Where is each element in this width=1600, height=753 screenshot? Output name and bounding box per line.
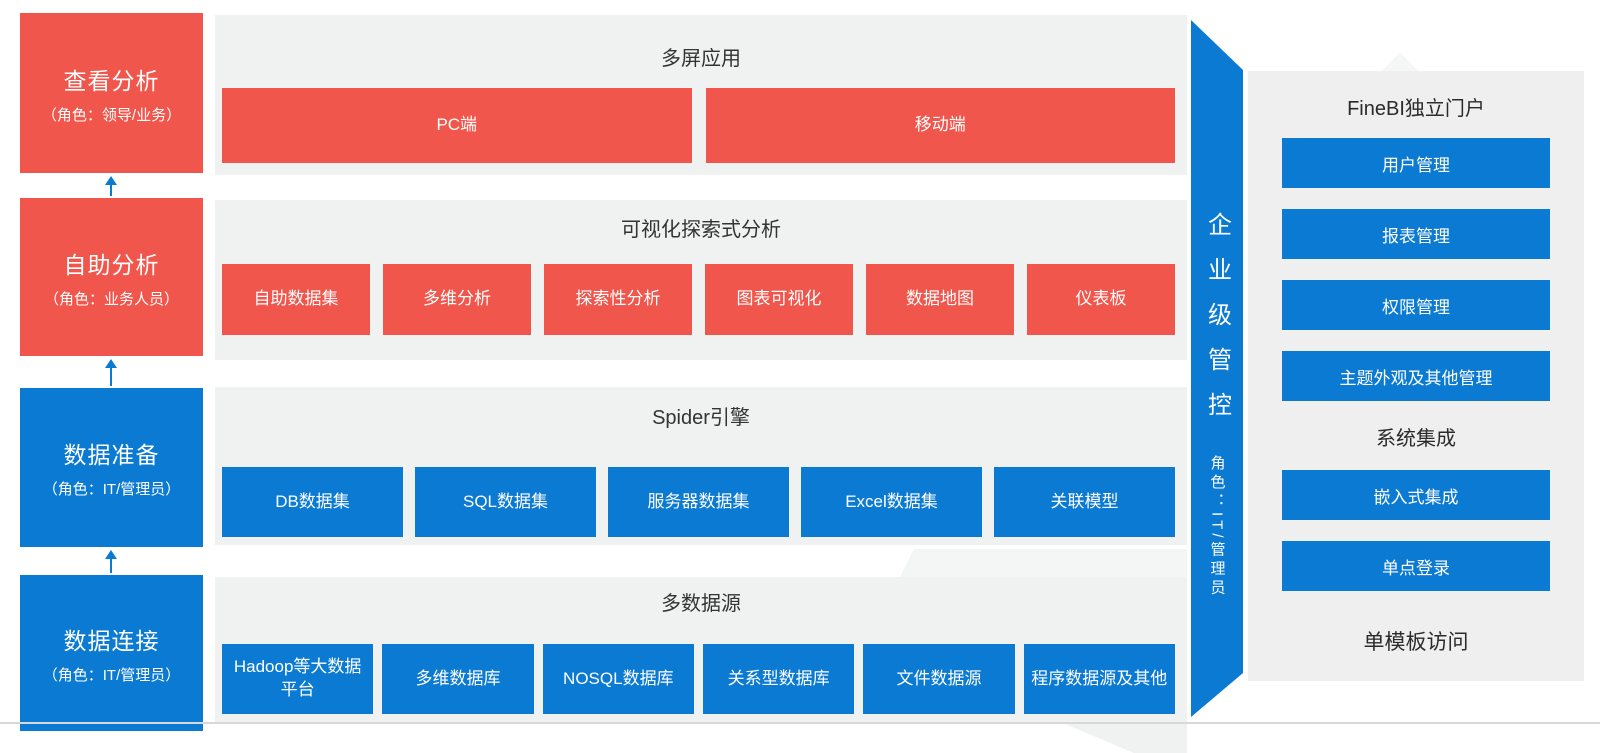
portal-panel: FineBI独立门户 用户管理报表管理权限管理主题外观及其他管理 系统集成 嵌入… <box>1248 71 1584 681</box>
band-item: 数据地图 <box>866 264 1014 335</box>
up-arrow-icon <box>104 550 118 573</box>
stage-role: （角色：领导/业务） <box>41 106 182 124</box>
band-item: Hadoop等大数据平台 <box>222 644 374 714</box>
integration-item: 单点登录 <box>1282 541 1550 591</box>
band-item: 多维分析 <box>383 264 531 335</box>
stage-data-connection: 数据连接 （角色：IT/管理员） <box>20 575 203 731</box>
band-visual-exploratory-analysis: 可视化探索式分析 自助数据集多维分析探索性分析图表可视化数据地图仪表板 <box>215 200 1187 360</box>
integration-button-group: 嵌入式集成单点登录 <box>1282 470 1550 591</box>
up-arrow-icon <box>104 359 118 386</box>
band-title: 多屏应用 <box>661 48 741 70</box>
single-template-access-label: 单模板访问 <box>1363 631 1469 654</box>
band-row: PC端移动端 <box>222 88 1175 163</box>
band-title: 可视化探索式分析 <box>621 219 781 241</box>
portal-item: 权限管理 <box>1282 280 1550 330</box>
band-multi-screen-app: 多屏应用 PC端移动端 <box>215 15 1187 175</box>
band-item: 自助数据集 <box>222 264 370 335</box>
stage-title: 查看分析 <box>63 67 160 94</box>
band-item: NOSQL数据库 <box>542 644 694 714</box>
band-item: 多维数据库 <box>382 644 534 714</box>
band-item: 服务器数据集 <box>608 467 789 537</box>
band-title: Spider引擎 <box>652 407 750 429</box>
band-item: Excel数据集 <box>801 467 982 537</box>
stage-role: （角色：IT/管理员） <box>42 481 181 498</box>
bottom-divider <box>0 722 1600 724</box>
band-item: SQL数据集 <box>415 467 596 537</box>
ribbon-title: 企业级管控 <box>1203 212 1231 437</box>
portal-item: 报表管理 <box>1282 209 1550 259</box>
portal-item: 主题外观及其他管理 <box>1282 351 1550 401</box>
portal-item: 用户管理 <box>1282 138 1550 188</box>
stage-role: （角色：IT/管理员） <box>42 666 181 684</box>
stage-self-analysis: 自助分析 （角色：业务人员） <box>20 198 203 356</box>
band-item: PC端 <box>222 88 692 163</box>
band-item: 文件数据源 <box>863 644 1015 714</box>
band-row: 自助数据集多维分析探索性分析图表可视化数据地图仪表板 <box>222 264 1175 335</box>
portal-button-group: 用户管理报表管理权限管理主题外观及其他管理 <box>1282 138 1550 401</box>
band-item: 关联模型 <box>994 467 1175 537</box>
stage-role: （角色：业务人员） <box>43 290 179 308</box>
stage-data-preparation: 数据准备 （角色：IT/管理员） <box>20 388 203 547</box>
diagonal-connector-decoration <box>900 549 1187 577</box>
band-item: 仪表板 <box>1027 264 1175 335</box>
stage-title: 数据连接 <box>63 627 160 654</box>
up-arrow-icon <box>104 176 118 196</box>
band-item: 移动端 <box>705 88 1175 163</box>
band-item: 探索性分析 <box>544 264 692 335</box>
integration-item: 嵌入式集成 <box>1282 470 1550 520</box>
diagonal-corner-decoration <box>1063 723 1187 753</box>
band-item: DB数据集 <box>222 467 403 537</box>
band-item: 关系型数据库 <box>702 644 855 714</box>
enterprise-control-ribbon: 企业级管控 角色：IT/管理员 <box>1191 20 1243 717</box>
portal-title: FineBI独立门户 <box>1347 98 1485 120</box>
stage-view-analysis: 查看分析 （角色：领导/业务） <box>20 13 203 173</box>
stage-title: 数据准备 <box>63 442 160 468</box>
band-item: 图表可视化 <box>705 264 853 335</box>
band-item: 程序数据源及其他 <box>1023 644 1175 714</box>
band-title: 多数据源 <box>661 593 741 615</box>
ribbon-role: 角色：IT/管理员 <box>1208 455 1226 599</box>
integration-title: 系统集成 <box>1376 428 1456 450</box>
stage-title: 自助分析 <box>63 251 160 278</box>
